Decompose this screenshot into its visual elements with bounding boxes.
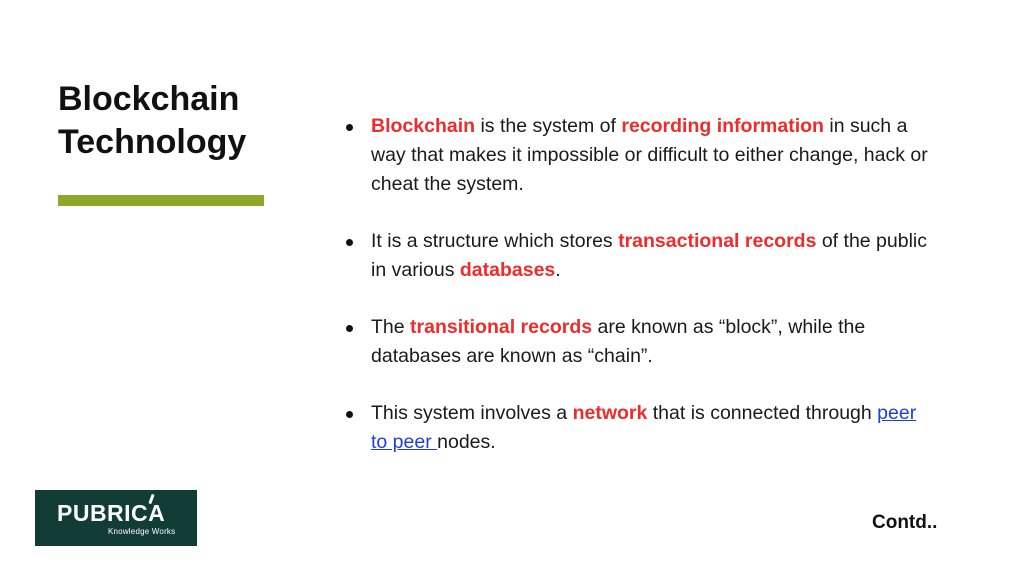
bullet-text: is the system of	[475, 115, 622, 137]
pubrica-logo: PUBRICA Knowledge Works	[35, 490, 197, 546]
bullet-text: of the public in various	[371, 230, 927, 281]
slide-title-line-2: Technology	[58, 123, 247, 161]
bullet-dot-icon	[346, 239, 353, 246]
bullet-dot-icon	[346, 124, 353, 131]
bullet-list: Blockchain is the system of recording in…	[344, 112, 934, 485]
bullet-text: This system involves a	[371, 402, 573, 424]
highlighted-term: databases	[459, 259, 556, 281]
bullet-text: nodes.	[437, 431, 496, 453]
bullet-text: The	[371, 316, 411, 338]
bullet-item: The transitional records are known as “b…	[344, 313, 934, 371]
bullet-dot-icon	[346, 411, 353, 418]
bullet-text: It is a structure which stores	[371, 230, 619, 252]
slide-title: Blockchain Technology	[58, 78, 318, 164]
bullet-text: are known as “block”, while the database…	[371, 316, 866, 367]
bullet-item: It is a structure which stores transacti…	[344, 227, 934, 285]
bullet-text: that is connected through	[647, 402, 878, 424]
peer-to-peer-link[interactable]: peer to peer	[371, 402, 917, 453]
bullet-text: .	[555, 259, 561, 281]
logo-tagline: Knowledge Works	[108, 527, 176, 536]
title-accent-bar	[58, 195, 264, 206]
bullet-item: Blockchain is the system of recording in…	[344, 112, 934, 199]
highlighted-term: recording information	[621, 115, 824, 137]
bullet-dot-icon	[346, 325, 353, 332]
slide-title-line-1: Blockchain	[58, 80, 240, 118]
bullet-item: This system involves a network that is c…	[344, 399, 934, 457]
highlighted-term: Blockchain	[371, 115, 476, 137]
bullet-text: in such a way that makes it impossible o…	[371, 115, 928, 195]
highlighted-term: network	[572, 402, 648, 424]
logo-wordmark: PUBRICA	[57, 500, 166, 526]
highlighted-term: transitional records	[410, 316, 593, 338]
highlighted-term: transactional records	[618, 230, 817, 252]
continued-label: Contd..	[872, 512, 938, 533]
